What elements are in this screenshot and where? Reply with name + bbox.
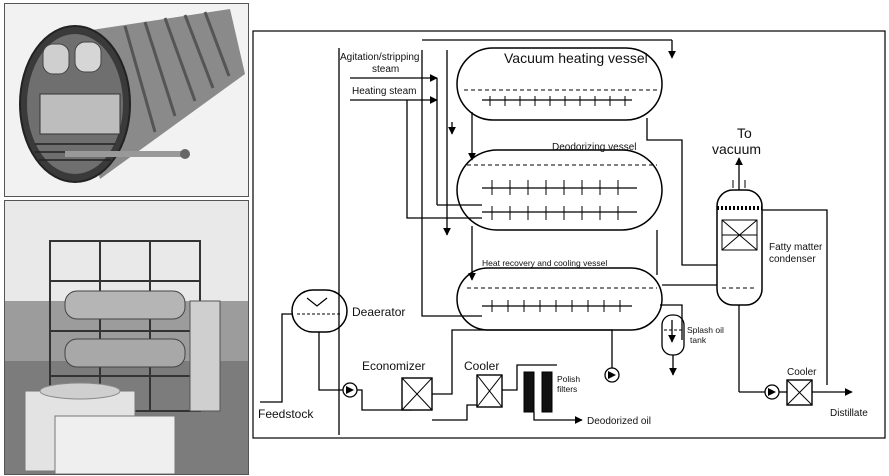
label-cooler-1: Cooler xyxy=(464,359,499,373)
vessel-photo-illustration xyxy=(5,4,248,196)
vessel-photo xyxy=(4,3,249,197)
feed-pump xyxy=(343,383,357,397)
label-condenser: condenser xyxy=(769,254,816,265)
label-economizer: Economizer xyxy=(362,359,425,373)
plant-photo-illustration xyxy=(5,201,248,474)
label-agitation-stripping: Agitation/stripping xyxy=(340,52,420,63)
label-heating-steam: Heating steam xyxy=(352,86,416,97)
plant-photo xyxy=(4,200,249,475)
label-vacuum-heating-vessel: Vacuum heating vessel xyxy=(504,50,648,66)
label-deaerator: Deaerator xyxy=(352,305,405,319)
label-agitation-steam: steam xyxy=(372,64,399,75)
label-distillate: Distillate xyxy=(830,408,868,419)
label-vacuum: vacuum xyxy=(712,141,761,157)
process-flow-diagram: Agitation/stripping steam Heating steam … xyxy=(252,30,887,440)
label-heat-recovery-cooling-vessel: Heat recovery and cooling vessel xyxy=(482,258,607,268)
cooler-2 xyxy=(787,380,812,405)
label-deodorizing-vessel: Deodorizing vessel xyxy=(552,142,637,153)
cooler-1 xyxy=(477,375,502,407)
label-tank: tank xyxy=(690,335,707,345)
economizer xyxy=(402,378,432,410)
label-fatty-matter: Fatty matter xyxy=(769,242,823,253)
label-splash-oil: Splash oil xyxy=(687,325,724,335)
oil-pump xyxy=(605,368,619,382)
label-to: To xyxy=(737,125,752,141)
label-cooler-2: Cooler xyxy=(787,367,817,378)
label-feedstock: Feedstock xyxy=(258,407,314,421)
label-filters: filters xyxy=(557,384,577,394)
distillate-pump xyxy=(765,385,779,399)
label-deodorized-oil: Deodorized oil xyxy=(587,416,651,427)
label-polish: Polish xyxy=(557,374,580,384)
